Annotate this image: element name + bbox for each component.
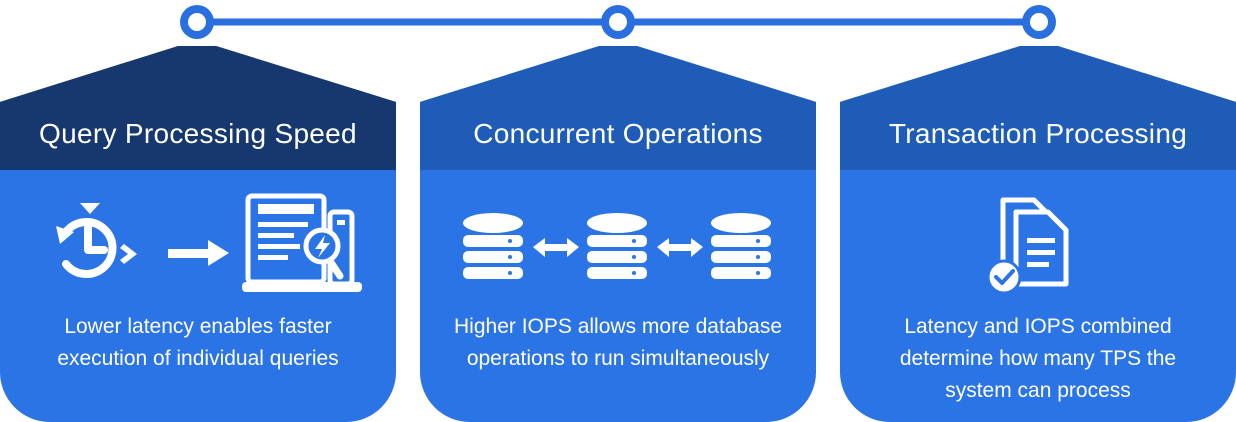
card-title: Transaction Processing <box>888 118 1188 149</box>
arrow-right-icon <box>168 240 229 266</box>
database-icon <box>587 213 647 279</box>
card-description: Higher IOPS allows more database operati… <box>420 311 816 375</box>
description-line: Lower latency enables faster <box>64 315 332 338</box>
card-title-band <box>420 46 816 170</box>
connector-node <box>1022 5 1056 39</box>
card-concurrent-operations <box>420 46 816 422</box>
description-line: Higher IOPS allows more database <box>454 315 782 338</box>
card-description: Latency and IOPS combined determine how … <box>840 311 1236 407</box>
connector-node <box>601 5 635 39</box>
card-title-band <box>0 46 396 170</box>
description-line: system can process <box>945 379 1131 402</box>
database-icon <box>463 213 523 279</box>
connector-node <box>180 5 214 39</box>
description-line: determine how many TPS the <box>899 347 1177 370</box>
card-title: Query Processing Speed <box>39 118 357 149</box>
stopwatch-icon <box>56 203 137 278</box>
description-line: Latency and IOPS combined <box>904 315 1172 338</box>
report-analysis-icon <box>242 193 362 292</box>
card-title: Concurrent Operations <box>473 118 763 149</box>
card-title-band <box>840 46 1236 170</box>
database-icon <box>711 213 771 279</box>
documents-check-icon <box>986 197 1069 295</box>
card-body <box>420 170 816 422</box>
card-body <box>0 170 396 422</box>
card-description: Lower latency enables faster execution o… <box>0 311 396 375</box>
description-line: execution of individual queries <box>57 347 339 370</box>
double-arrow-icon <box>657 238 703 257</box>
description-line: operations to run simultaneously <box>466 347 770 370</box>
double-arrow-icon <box>533 238 579 257</box>
